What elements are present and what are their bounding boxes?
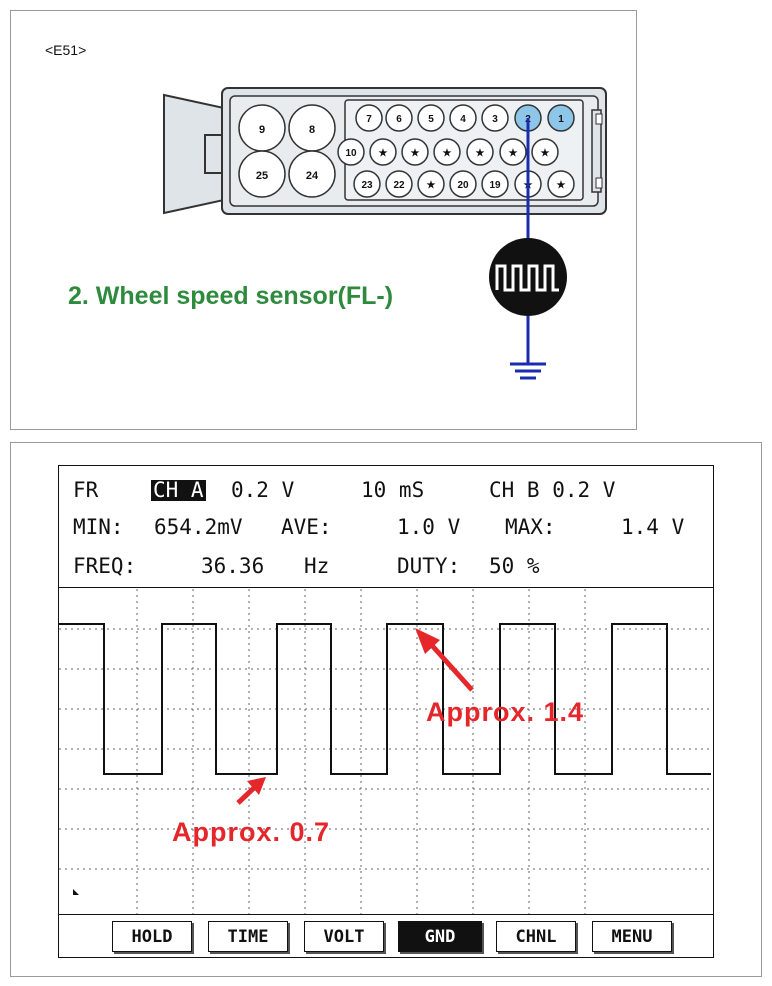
pin-label: 22: [393, 180, 405, 191]
button-separator: [59, 914, 713, 915]
pin-row1: [547, 104, 575, 132]
max-value: 1.4 V: [621, 515, 685, 539]
gnd-button[interactable]: GND: [398, 921, 482, 952]
pin-label: 8: [309, 124, 315, 136]
pin-label: 3: [492, 114, 498, 125]
pin-label: 6: [396, 114, 402, 125]
min-value: 654.2mV: [154, 515, 243, 539]
menu-button[interactable]: MENU: [592, 921, 672, 952]
channel-a-label: CH A: [151, 478, 206, 502]
time-button[interactable]: TIME: [208, 921, 288, 952]
pin-label: ★: [427, 180, 436, 191]
time-scale: 10 mS: [361, 478, 425, 502]
sensor-label: 2. Wheel speed sensor(FL-): [68, 282, 394, 310]
pin-label: 25: [256, 170, 268, 182]
channel-a-scale: 0.2 V: [231, 478, 295, 502]
chnl-button[interactable]: CHNL: [496, 921, 576, 952]
waveform-plot: [59, 589, 712, 914]
pin-label: ★: [509, 148, 518, 159]
freq-unit: Hz: [304, 554, 330, 578]
connector-tab: [591, 109, 602, 193]
pin-label: ★: [379, 148, 388, 159]
pin-label: ★: [443, 148, 452, 159]
waveform-trace: [59, 623, 711, 775]
pin-label: 7: [366, 114, 372, 125]
duty-label: DUTY:: [397, 554, 461, 578]
pin-label: ★: [411, 148, 420, 159]
hold-button[interactable]: HOLD: [112, 921, 192, 952]
connector-latch: [163, 93, 228, 215]
max-label: MAX:: [505, 515, 556, 539]
large-pin: [238, 150, 286, 198]
pin-label: ★: [541, 148, 550, 159]
pin-row1: [481, 104, 509, 132]
oscilloscope-screen: FR CH A 0.2 V 10 mS CH B 0.2 V MIN: 654.…: [58, 465, 714, 958]
duty-value: 50 %: [489, 554, 540, 578]
ground-icon: [510, 362, 546, 380]
pin-row3: [385, 170, 413, 198]
pin-label: 9: [259, 124, 265, 136]
pin-row2: [466, 138, 494, 166]
freq-value: 36.36: [201, 554, 265, 578]
pin-row2: [433, 138, 461, 166]
annotation-high: Approx. 1.4: [426, 697, 585, 727]
pin-row2: [369, 138, 397, 166]
fr-label: FR: [73, 478, 99, 502]
pin-row3: [449, 170, 477, 198]
connector-id-label: <E51>: [45, 42, 87, 58]
pin-label: ★: [476, 148, 485, 159]
ground-marker-icon: [73, 889, 79, 895]
readout-separator: [59, 587, 713, 588]
channel-b-label: CH B 0.2 V: [489, 478, 616, 502]
pin-label: 24: [306, 170, 319, 182]
pin-label: 1: [558, 114, 564, 125]
pin-label: 19: [489, 180, 501, 191]
pin-row1: [449, 104, 477, 132]
annotation-low: Approx. 0.7: [172, 817, 331, 847]
pin-row3: [353, 170, 381, 198]
pin-row2: [401, 138, 429, 166]
pin-label: 23: [361, 180, 373, 191]
ave-value: 1.0 V: [397, 515, 461, 539]
pin-row3: [547, 170, 575, 198]
pin-row2: [531, 138, 559, 166]
freq-label: FREQ:: [73, 554, 137, 578]
pin-row1: [417, 104, 445, 132]
pin-label: 4: [460, 114, 466, 125]
pin-label: 20: [457, 180, 469, 191]
pin-row1: [385, 104, 413, 132]
min-label: MIN:: [73, 515, 124, 539]
pin-label: ★: [557, 180, 566, 191]
pin-label: 5: [428, 114, 434, 125]
pin-row3: [417, 170, 445, 198]
pin-label: 10: [345, 148, 357, 159]
ave-label: AVE:: [281, 515, 332, 539]
scope-grid: [59, 589, 712, 914]
pin-row2: [337, 138, 365, 166]
pin-row1: [355, 104, 383, 132]
pin-row3: [481, 170, 509, 198]
volt-button[interactable]: VOLT: [304, 921, 384, 952]
pin-row2: [499, 138, 527, 166]
large-pin: [288, 150, 336, 198]
connector-diagram-panel: [10, 10, 637, 430]
wheel-speed-sensor-icon: [489, 238, 567, 316]
